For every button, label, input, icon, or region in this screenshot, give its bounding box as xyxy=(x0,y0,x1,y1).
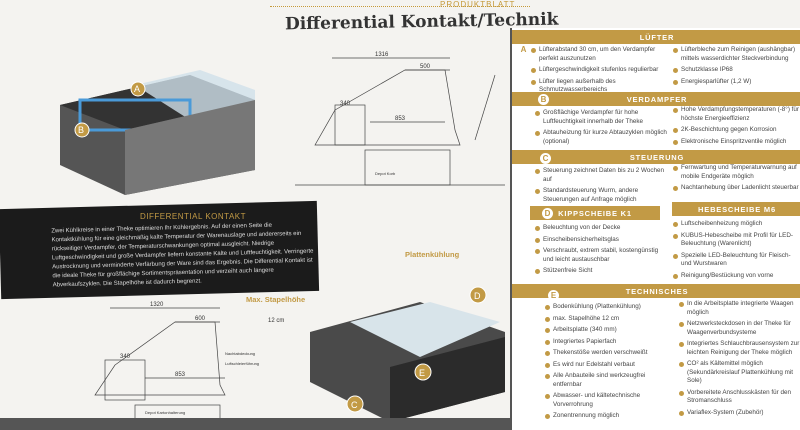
steuerung-right-list: Fernwartung und Temperaturwarnung auf mo… xyxy=(672,164,800,196)
svg-text:C: C xyxy=(351,400,358,410)
photo-badge: A xyxy=(130,81,146,97)
kontakt-body: Zwei Kühlkreise in einer Theke optimiere… xyxy=(51,222,314,289)
svg-text:600: 600 xyxy=(195,316,206,322)
section-badge: A xyxy=(518,44,529,55)
svg-text:1316: 1316 xyxy=(375,52,389,58)
section-header-technisches: TECHNISCHES xyxy=(512,284,800,298)
section-badge: B xyxy=(538,94,549,105)
svg-text:853: 853 xyxy=(395,116,406,122)
header-rule xyxy=(270,6,530,7)
technisches-right-list: In die Arbeitsplatte integrierte Waagen … xyxy=(678,300,800,420)
technical-drawing-top: 1316 500 340 853 Depot Korb xyxy=(295,52,505,186)
stapel-value: 12 cm xyxy=(268,318,285,324)
svg-text:340: 340 xyxy=(120,354,131,360)
svg-text:D: D xyxy=(474,291,481,301)
page-edge xyxy=(0,418,510,430)
kicker: PRODUKTBLATT xyxy=(440,0,516,9)
counter-photo-top: A B xyxy=(60,70,255,195)
svg-text:853: 853 xyxy=(175,372,186,378)
section-header-kippscheibe: KIPPSCHEIBE K1 xyxy=(530,206,660,220)
verdampfer-left-list: Großflächige Verdampfer für hohe Luftfeu… xyxy=(534,109,669,149)
section-header-verdampfer: VERDAMPFER xyxy=(512,92,800,106)
svg-text:Depot Kartonhalterung: Depot Kartonhalterung xyxy=(145,410,185,415)
section-header-steuerung: STEUERUNG xyxy=(512,150,800,164)
luefter-left-list: Lüfterabstand 30 cm, um den Verdampfer p… xyxy=(530,46,665,98)
svg-text:Luftschleierführung: Luftschleierführung xyxy=(225,361,259,366)
svg-text:500: 500 xyxy=(420,64,431,70)
svg-text:A: A xyxy=(134,84,140,94)
svg-text:340: 340 xyxy=(340,101,351,107)
section-badge: E xyxy=(548,290,559,301)
section-header-hebescheibe: HEBESCHEIBE M6 xyxy=(672,202,800,216)
section-badge: C xyxy=(540,153,551,164)
svg-text:1320: 1320 xyxy=(150,302,164,308)
kontakt-title: DIFFERENTIAL KONTAKT xyxy=(140,212,247,221)
svg-text:B: B xyxy=(78,125,84,135)
photo-badge: E xyxy=(414,363,432,381)
photo-badge: D xyxy=(469,286,487,304)
section-header-luefter: LÜFTER xyxy=(512,30,800,44)
photo-badge: B xyxy=(74,122,90,138)
steuerung-left-list: Steuerung zeichnet Daten bis zu 2 Wochen… xyxy=(534,167,669,207)
luefter-right-list: Lüfterbleche zum Reinigen (aushängbar) m… xyxy=(672,46,800,89)
verdampfer-right-list: Hohe Verdampfungstemperaturen (-8°) für … xyxy=(672,106,800,149)
counter-photo-bottom: D E C xyxy=(310,286,505,422)
svg-text:Nachtabdeckung: Nachtabdeckung xyxy=(225,351,255,356)
technisches-left-list: Bodenkühlung (Plattenkühlung)max. Stapel… xyxy=(544,303,674,424)
photo-badge: C xyxy=(346,395,364,413)
technical-drawing-bottom: 1320 600 340 853 Nachtabdeckung Luftschl… xyxy=(75,302,265,425)
svg-text:E: E xyxy=(419,368,425,378)
plattenkuehlung-label: Plattenkühlung xyxy=(405,250,460,259)
svg-text:Depot Korb: Depot Korb xyxy=(375,171,396,176)
feature-panel: LÜFTER A Lüfterabstand 30 cm, um den Ver… xyxy=(510,28,800,430)
section-badge: D xyxy=(542,208,553,219)
stapelhoehe-label: Max. Stapelhöhe xyxy=(246,295,306,304)
